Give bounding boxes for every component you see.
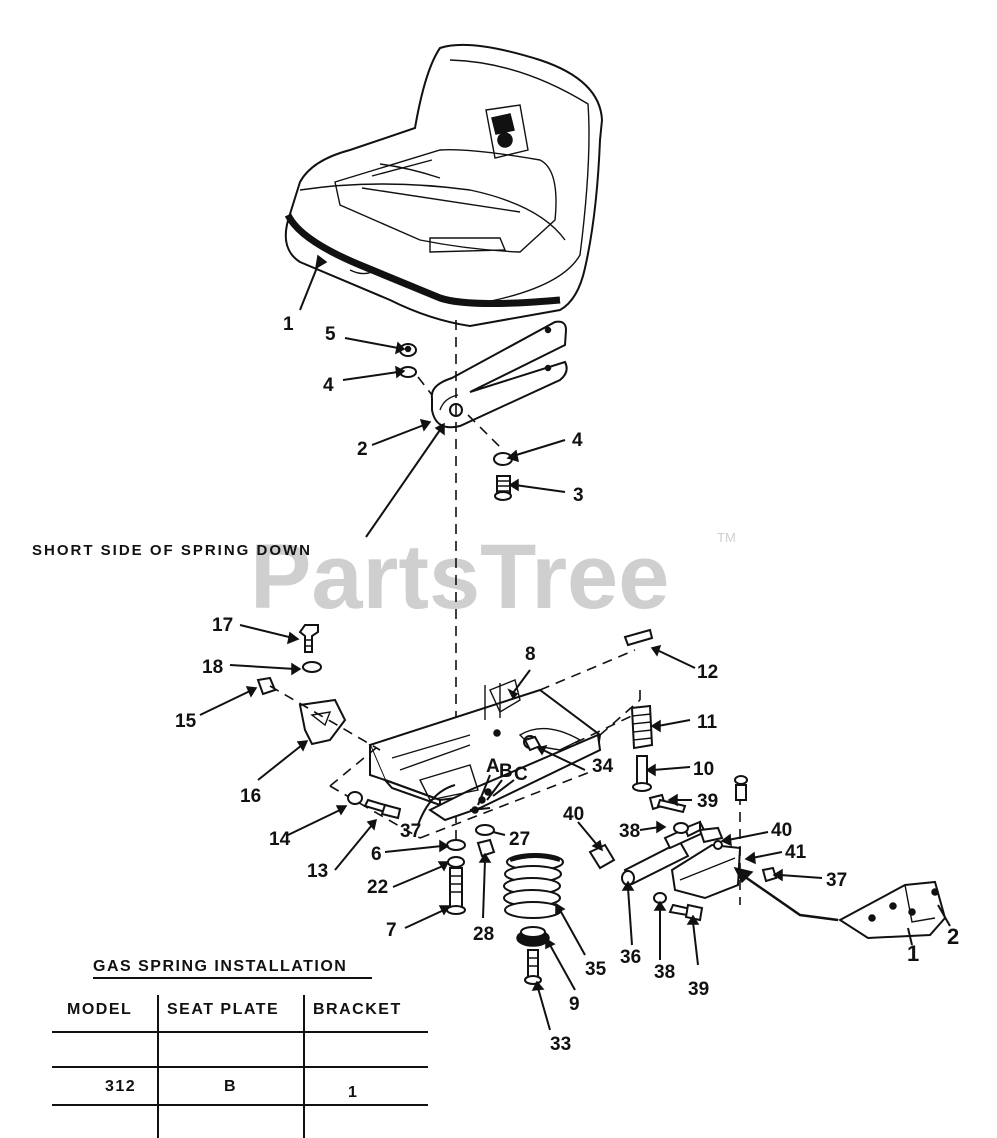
callout-12: 12	[697, 662, 718, 683]
table-row-seat-plate: B	[224, 1078, 237, 1095]
callout-35: 35	[585, 959, 607, 980]
callout-B: B	[499, 761, 513, 782]
callout-5: 5	[325, 324, 336, 345]
callout-41: 41	[785, 842, 807, 863]
callout-18: 18	[202, 657, 223, 678]
nut-34-part	[523, 735, 542, 752]
table-header-bracket: BRACKET	[313, 1001, 402, 1018]
seat-part	[284, 43, 604, 328]
callout-3: 3	[573, 485, 584, 506]
left-bracket-hardware	[256, 624, 381, 751]
callout-4-lower: 4	[572, 430, 583, 451]
callout-37-left: 37	[400, 821, 421, 842]
callout-14: 14	[269, 829, 291, 850]
callout-22: 22	[367, 877, 388, 898]
callout-27: 27	[509, 829, 530, 850]
watermark-tm: TM	[717, 530, 736, 545]
callout-34: 34	[592, 756, 614, 777]
bolt-14-13	[347, 791, 402, 820]
table-header-model: MODEL	[67, 1001, 132, 1018]
callout-39-upper: 39	[697, 791, 718, 812]
table-row-model: 312	[105, 1078, 136, 1095]
callout-C: C	[514, 764, 528, 785]
table-row-bracket: 1	[348, 1084, 358, 1101]
bolt-6-22-7	[446, 839, 466, 915]
center-line-bracket	[467, 414, 504, 451]
callout-bracket-1: 1	[907, 941, 919, 966]
callout-15: 15	[175, 711, 197, 732]
watermark-text: PartsTree	[250, 526, 669, 628]
callout-bracket-2: 2	[947, 924, 959, 949]
spring-cap-9-bolt-33	[516, 926, 550, 985]
gas-spring-table: GAS SPRING INSTALLATION MODEL SEAT PLATE…	[52, 958, 428, 1138]
callout-2: 2	[357, 439, 368, 460]
callout-37-right: 37	[826, 870, 847, 891]
table-header-seat-plate: SEAT PLATE	[167, 1001, 279, 1018]
callout-9: 9	[569, 994, 580, 1015]
gas-spring-assembly	[588, 775, 778, 922]
washer-27-nut-28	[475, 824, 496, 858]
spring-bracket-part	[430, 320, 568, 429]
callout-8: 8	[525, 644, 536, 665]
callout-11: 11	[697, 712, 718, 733]
callout-16: 16	[240, 786, 261, 807]
callout-1: 1	[283, 314, 294, 335]
callout-38-upper: 38	[619, 821, 640, 842]
callout-17: 17	[212, 615, 233, 636]
spring-orientation-note: SHORT SIDE OF SPRING DOWN	[32, 542, 312, 559]
callout-labels: 1 5 4 2 4 3 17 18 15 16 8 12 11 10 34 A …	[175, 314, 959, 1055]
callout-39-lower: 39	[688, 979, 709, 1000]
leader-lines	[199, 254, 951, 1031]
callout-13: 13	[307, 861, 328, 882]
coil-spring-35	[503, 853, 564, 919]
callout-33: 33	[550, 1034, 571, 1055]
callout-A: A	[486, 756, 500, 777]
center-line-washer	[417, 376, 433, 396]
spring-stop-and-bumper	[623, 628, 654, 792]
callout-7: 7	[386, 920, 397, 941]
callout-38-lower: 38	[654, 962, 675, 983]
callout-4-upper: 4	[323, 375, 334, 396]
callout-10: 10	[693, 759, 714, 780]
callout-28: 28	[473, 924, 494, 945]
table-title: GAS SPRING INSTALLATION	[93, 958, 347, 975]
callout-40-left: 40	[563, 804, 584, 825]
callout-36: 36	[620, 947, 641, 968]
callout-40-right: 40	[771, 820, 792, 841]
callout-6: 6	[371, 844, 382, 865]
